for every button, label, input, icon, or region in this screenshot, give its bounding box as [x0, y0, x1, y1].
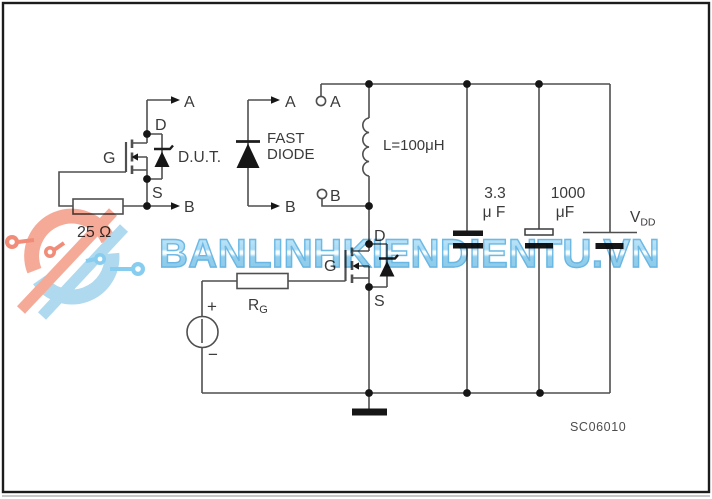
- junction-dot: [536, 389, 544, 397]
- junction-dot: [463, 389, 471, 397]
- test-mosfet-gate-label: G: [324, 258, 336, 275]
- logo-trace: [52, 241, 66, 252]
- cap1-value-line1: 3.3: [484, 185, 506, 202]
- fast-diode-section: A B FAST DIODE: [236, 94, 315, 216]
- junction-dot: [463, 80, 471, 88]
- dut-name-label: D.U.T.: [178, 149, 221, 166]
- dut-gate-label: G: [103, 150, 115, 167]
- dut-gate-wire: [58, 171, 126, 207]
- dut-source-label: S: [152, 185, 163, 202]
- terminal-a-label: A: [330, 94, 341, 111]
- dut-arrow-a: [171, 96, 180, 104]
- fast-diode-symbol: [236, 143, 260, 168]
- rg-subscript: G: [259, 304, 268, 316]
- inductor-value: L=100μH: [383, 137, 445, 154]
- cap2-bottom-plate: [525, 243, 553, 249]
- logo-slash-blue: [37, 224, 129, 320]
- logo-node-hole: [97, 256, 103, 262]
- dut-terminal-b-label: B: [184, 199, 195, 216]
- junction-dot: [365, 240, 373, 248]
- fast-diode-name-line2: DIODE: [267, 146, 315, 163]
- junction-dot: [143, 130, 151, 138]
- capacitor-1000u: 1000 μF: [524, 84, 586, 393]
- logo-node-hole: [9, 239, 15, 245]
- gate-drive-wires: [201, 280, 346, 393]
- fast-diode-arrow-b: [271, 202, 280, 210]
- cap2-top-plate: [524, 228, 554, 236]
- test-mosfet-drain-label: D: [374, 228, 386, 245]
- junction-dot: [535, 80, 543, 88]
- junction-dot: [365, 202, 373, 210]
- fast-diode-name-line1: FAST: [267, 130, 305, 147]
- logo-mark: [5, 208, 145, 320]
- inductor-coil: [362, 117, 370, 177]
- vdd-label: VDD: [630, 209, 656, 229]
- test-mosfet-source-label: S: [374, 293, 385, 310]
- watermark-text: BANLINHKIENDIENTU.VN: [158, 232, 661, 276]
- dut-body-diode: [154, 151, 170, 167]
- cap1-bottom-plate: [453, 243, 483, 249]
- dut-terminal-a-label: A: [184, 94, 195, 111]
- bottom-edge-line: [2, 495, 710, 497]
- logo-node-hole: [135, 266, 141, 272]
- junction-dot: [365, 80, 373, 88]
- fast-diode-terminal-a-label: A: [285, 94, 296, 111]
- gate-resistor-label: RG: [248, 297, 268, 316]
- source-plus-sign: +: [207, 297, 217, 316]
- source-minus-sign: −: [208, 345, 218, 364]
- ground-symbol: [352, 408, 387, 416]
- vdd-letter: V: [630, 209, 641, 226]
- vdd-battery: VDD: [583, 84, 656, 393]
- fast-diode-arrow-a: [271, 96, 280, 104]
- gate-resistor-rg: [236, 272, 289, 290]
- terminal-wires: [320, 84, 369, 207]
- fast-diode-terminal-b-label: B: [285, 199, 296, 216]
- capacitor-3u3: 3.3 μ F: [453, 84, 506, 393]
- battery-short-plate: [595, 243, 624, 249]
- junction-dot: [365, 283, 373, 291]
- vdd-subscript: DD: [640, 217, 656, 229]
- cap2-value-line1: 1000: [551, 185, 586, 202]
- cap1-top-plate: [453, 230, 483, 236]
- dut-arrow-b: [171, 202, 180, 210]
- figure-code: SC06010: [570, 420, 626, 434]
- logo-slash-salmon: [16, 208, 118, 314]
- cap2-value-line2: μF: [556, 204, 574, 221]
- test-mosfet-body-diode: [379, 261, 395, 277]
- dut-drain-label: D: [155, 117, 167, 134]
- junction-dot: [143, 175, 151, 183]
- junction-dot: [143, 202, 151, 210]
- test-mosfet-body-diode-cathode: [379, 254, 399, 260]
- terminal-b-label: B: [330, 188, 341, 205]
- dut-mosfet-arrow: [131, 153, 138, 161]
- junction-dot: [365, 389, 373, 397]
- test-mosfet-arrow: [352, 262, 359, 270]
- cap1-value-line2: μ F: [483, 204, 506, 221]
- logo-trace: [17, 238, 35, 244]
- logo-node-hole: [47, 249, 53, 255]
- test-circuit-section: A B L=100μH D G S: [186, 80, 656, 416]
- rg-letter: R: [248, 297, 259, 314]
- dut-body-diode-cathode: [154, 144, 174, 151]
